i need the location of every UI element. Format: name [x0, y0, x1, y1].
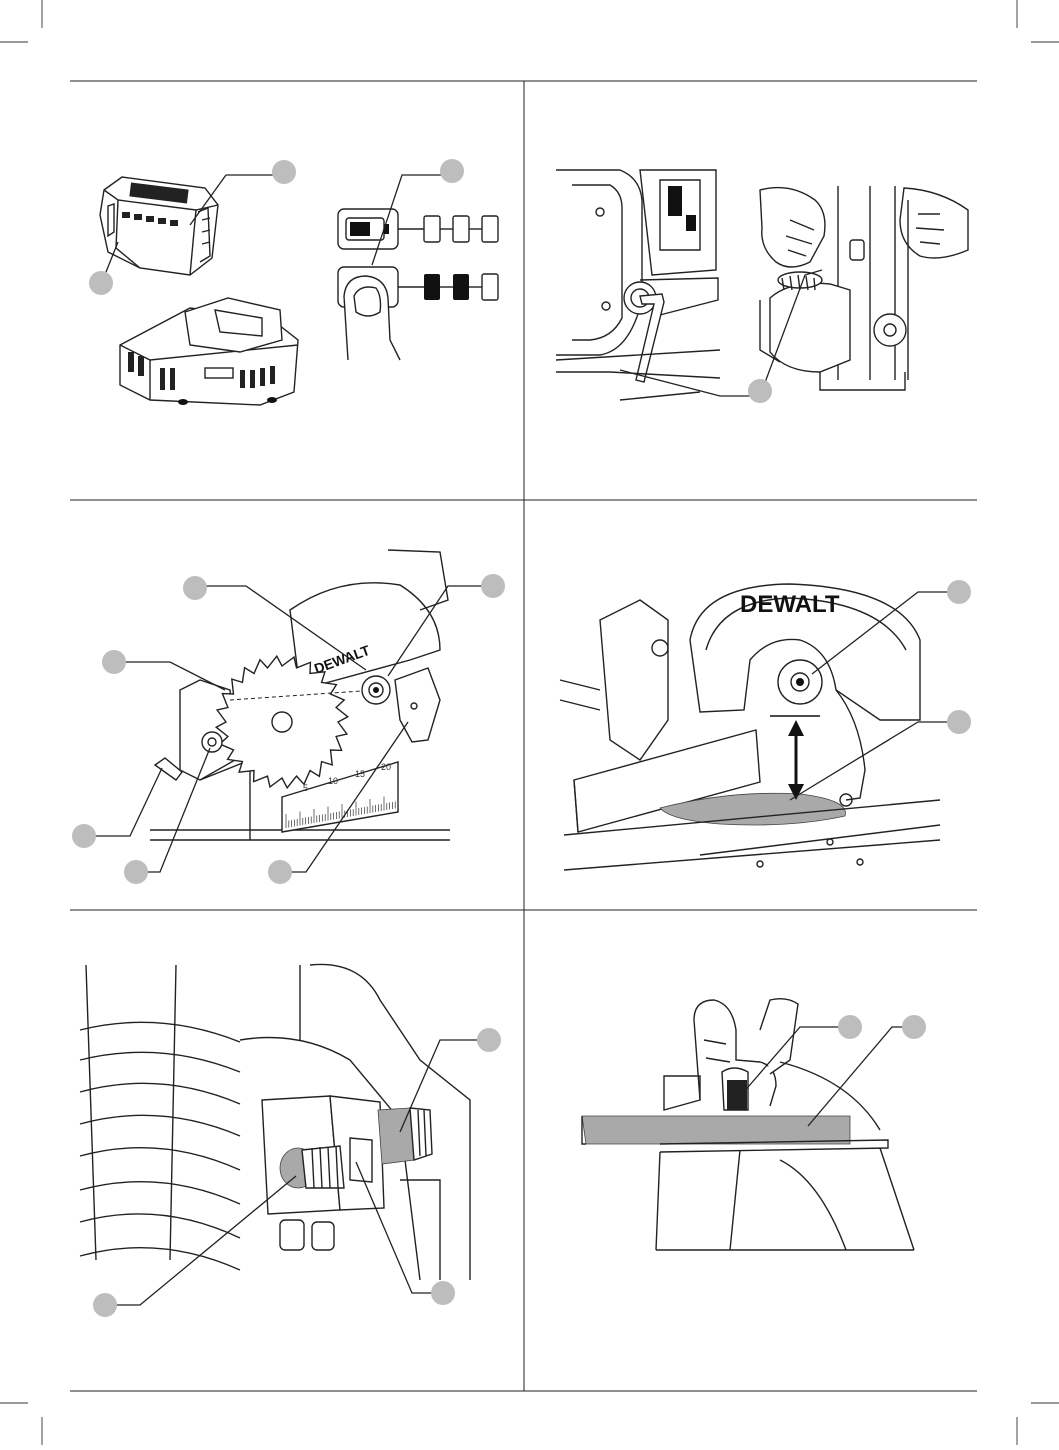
hex-key-view: [556, 170, 720, 400]
spindle-lock-view: [760, 186, 968, 390]
figure-battery-charger: [89, 159, 498, 405]
callout-outer-flange: [481, 574, 505, 598]
stop-bolt-right: [378, 1108, 432, 1164]
callout-adjustment-bolt: [477, 1028, 501, 1052]
callout-bolt: [72, 824, 96, 848]
callout-lock-nut: [431, 1281, 455, 1305]
callout-hex-key: [838, 1015, 862, 1039]
scale-tick-label: 15: [355, 769, 365, 779]
figure-stop-adjustment: [80, 964, 501, 1317]
charger: [120, 298, 298, 405]
callout-spindle-lock: [748, 379, 772, 403]
callout-blade: [102, 650, 126, 674]
double-headed-arrow-icon: [770, 716, 820, 800]
callout-fuel-gauge: [440, 159, 464, 183]
figure-fence-adjustment: [582, 999, 926, 1250]
callout-flange-bolt: [947, 580, 971, 604]
callout-stop-screw: [93, 1293, 117, 1317]
battery-pack: [100, 177, 218, 275]
callout-battery-contacts: [272, 160, 296, 184]
return-spring: [80, 1022, 240, 1270]
callout-battery-release: [89, 271, 113, 295]
scale-tick-label: 20: [381, 762, 391, 772]
callout-lower-guard: [268, 860, 292, 884]
battery-fuel-gauge: [338, 159, 498, 360]
scale-tick-label: 10: [328, 776, 338, 786]
callout-fence: [902, 1015, 926, 1039]
figure-cut-depth: DEWALT: [560, 580, 971, 880]
callout-inner-flange: [124, 860, 148, 884]
callout-blade-screw: [183, 576, 207, 600]
brand-label: DEWALT: [740, 591, 840, 618]
callout-blade-depth: [947, 710, 971, 734]
figure-hex-key-spindle-lock: [556, 170, 968, 403]
hand-with-hex-key: [694, 999, 798, 1110]
figure-blade-removal: 5 10 15 20 DEWALT: [72, 550, 505, 884]
